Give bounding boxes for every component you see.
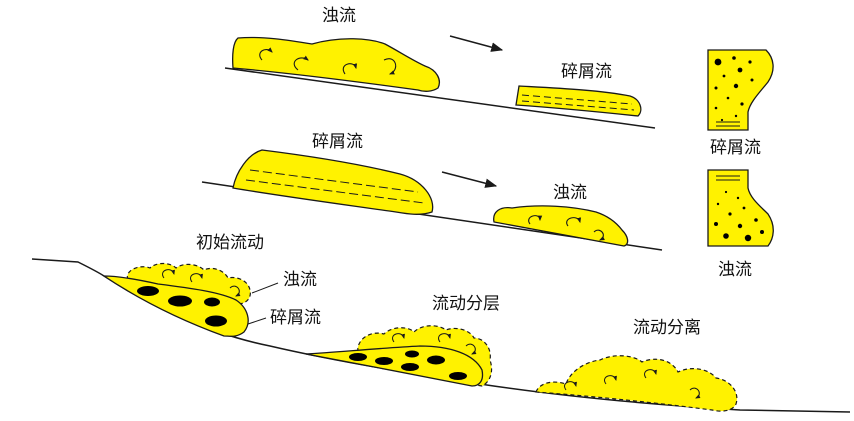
clast xyxy=(349,353,367,361)
turbidite-grains xyxy=(714,190,764,242)
swirl-arrow xyxy=(438,333,451,343)
debris-flow-body-top xyxy=(515,85,642,117)
label-flow-separation: 流动分离 xyxy=(633,318,701,338)
clast xyxy=(427,355,445,365)
laminae-line xyxy=(245,179,425,204)
leader-line-turbidity xyxy=(251,282,279,294)
debris-flow-body-middle xyxy=(232,149,434,215)
clast xyxy=(449,372,467,380)
legend-label-turbidity-current: 浊流 xyxy=(718,260,752,280)
clast xyxy=(205,315,227,327)
swirl-arrow xyxy=(528,215,543,225)
legend-debris-deposit-column xyxy=(707,49,774,131)
laminae-line xyxy=(521,94,633,105)
debris-clasts xyxy=(714,56,754,122)
legend-label-debris-flow: 碎屑流 xyxy=(710,138,761,158)
legend-turbidity-deposit-column xyxy=(707,169,774,247)
swirl-arrow xyxy=(162,269,175,279)
swirl-arrow xyxy=(604,375,617,385)
stratified-debris-body xyxy=(305,345,484,387)
swirl-arrow xyxy=(593,229,605,241)
swirl-arrow xyxy=(566,217,582,227)
swirl-arrow xyxy=(465,343,477,355)
clast xyxy=(375,357,393,365)
swirl-arrow xyxy=(259,47,273,61)
label-turbidity-current-top: 浊流 xyxy=(322,6,356,26)
swirl-arrow xyxy=(689,387,701,399)
clast xyxy=(168,295,192,307)
separated-turbidity-cloud xyxy=(535,355,738,412)
swirl-arrow xyxy=(392,333,405,343)
laminae-line xyxy=(249,169,419,193)
leader-line-debris xyxy=(247,317,267,325)
transition-arrow-top xyxy=(449,35,504,52)
swirl-arrow xyxy=(190,273,203,283)
label-initial-flow: 初始流动 xyxy=(196,233,264,253)
label-flow-stratification: 流动分层 xyxy=(432,294,500,314)
label-turbidity-current-initial: 浊流 xyxy=(283,270,317,290)
swirl-arrow xyxy=(293,55,309,71)
laminae-line xyxy=(521,100,635,111)
swirl-arrow xyxy=(564,381,577,391)
turbidity-current-body-top xyxy=(232,36,440,92)
label-debris-flow-top: 碎屑流 xyxy=(561,62,612,82)
clast xyxy=(137,286,159,296)
swirl-arrow xyxy=(383,58,397,75)
slope-line-top xyxy=(224,67,656,129)
swirl-arrow xyxy=(644,369,657,379)
label-debris-flow-initial: 碎屑流 xyxy=(270,308,321,328)
label-turbidity-current-middle: 浊流 xyxy=(553,183,587,203)
turbidity-current-body-middle xyxy=(493,205,629,247)
clast xyxy=(204,297,220,307)
clast xyxy=(401,363,419,371)
swirl-arrow xyxy=(229,285,241,297)
label-debris-flow-middle: 碎屑流 xyxy=(312,132,363,152)
transition-arrow-middle xyxy=(441,171,498,188)
swirl-arrow xyxy=(342,63,358,75)
clast xyxy=(405,350,419,358)
